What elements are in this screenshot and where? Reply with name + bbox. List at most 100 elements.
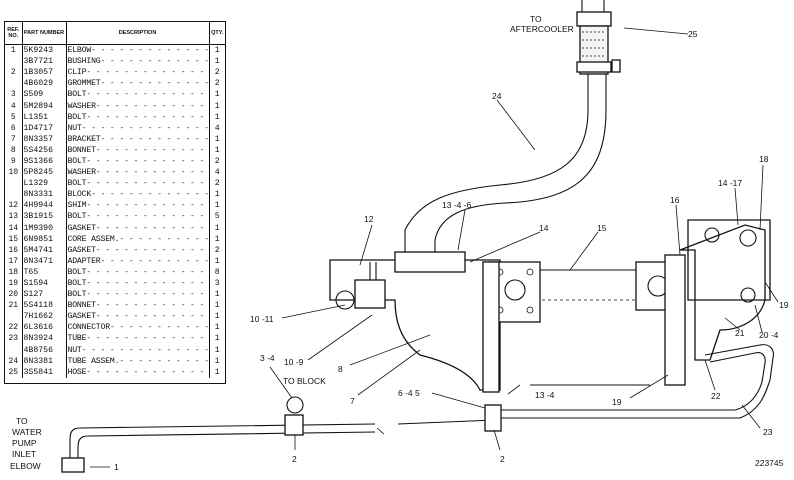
table-row: 15K9243ELBOW1: [5, 44, 225, 57]
callout-2-a: 2: [292, 454, 297, 464]
qty-cell: 1: [214, 345, 220, 355]
description-cell: BOLT: [66, 89, 210, 101]
ref-cell: 15: [5, 233, 23, 245]
table-row: 18T65BOLT8: [5, 266, 225, 278]
qty-cell: 1: [214, 367, 220, 377]
callout-23: 23: [763, 427, 773, 437]
water-pump-note-2: PUMP: [12, 438, 37, 448]
table-row: 99S1366BOLT2: [5, 155, 225, 168]
qty-cell: 1: [214, 356, 220, 366]
ref-cell: 25: [5, 366, 23, 378]
callout-7: 7: [350, 396, 355, 406]
callout-22: 22: [711, 391, 721, 401]
ref-cell: 14: [5, 222, 23, 234]
table-row: 7H1662GASKET1: [5, 311, 225, 323]
table-row: 226L3616CONNECTOR1: [5, 322, 225, 334]
table-row: 85S4256BONNET1: [5, 144, 225, 156]
qty-cell: 1: [214, 290, 220, 300]
qty-cell: 1: [214, 234, 220, 244]
ref-cell: 3: [5, 89, 23, 101]
callout-12: 12: [364, 214, 374, 224]
ref-cell: 13: [5, 211, 23, 223]
ref-cell: 21: [5, 300, 23, 312]
table-row: 3B7721BUSHING1: [5, 56, 225, 68]
bonnet-21: [635, 219, 771, 386]
leader-lines: [90, 27, 779, 468]
table-row: 78N3357BRACKET1: [5, 133, 225, 145]
table-row: 253S5841HOSE1: [5, 366, 225, 378]
qty-cell: 2: [214, 156, 220, 166]
qty-cell: 1: [214, 190, 220, 200]
table-row: 4B6029GROMMET2: [5, 78, 225, 90]
ref-cell: 19: [5, 277, 23, 290]
ref-cell: 18: [5, 266, 23, 278]
water-pump-note-4: ELBOW: [10, 461, 41, 471]
ref-cell: 1: [5, 44, 23, 57]
qty-cell: 1: [214, 256, 220, 266]
callout-18: 18: [759, 154, 769, 164]
callout-20-4: 20 -4: [759, 330, 779, 340]
ref-cell: 24: [5, 355, 23, 367]
callout-10-11: 10 -11: [250, 314, 274, 324]
description-cell: BOLT: [66, 266, 210, 278]
table-row: 124H9944SHIM1: [5, 200, 225, 212]
description-cell: BOLT: [66, 211, 210, 223]
qty-cell: 1: [214, 134, 220, 144]
qty-cell: 1: [214, 112, 220, 122]
description-cell: BRACKET: [66, 133, 210, 145]
description-cell: BLOCK: [66, 189, 210, 201]
callout-24: 24: [492, 91, 502, 101]
ref-cell: 8: [5, 144, 23, 156]
bonnet-8: [329, 251, 541, 393]
ref-cell: 23: [5, 333, 23, 345]
description-cell: CONNECTOR: [66, 322, 210, 334]
table-row: 4B8756NUT1: [5, 344, 225, 356]
callout-14: 14: [539, 223, 549, 233]
table-row: 20S127BOLT1: [5, 289, 225, 301]
qty-cell: 1: [214, 223, 220, 233]
to-block-note: TO BLOCK: [283, 376, 326, 386]
description-cell: TUBE: [66, 333, 210, 345]
ref-cell: 10: [5, 167, 23, 179]
qty-cell: 3: [214, 279, 220, 289]
callout-2-b: 2: [500, 454, 505, 464]
callout-3-4: 3 -4: [260, 353, 275, 363]
callout-19-b: 19: [612, 397, 622, 407]
description-cell: GASKET: [66, 222, 210, 234]
water-pump-note-0: TO: [16, 416, 28, 426]
ref-no-header: REF. NO.: [5, 22, 23, 45]
core-assembly-15: [530, 269, 650, 386]
tube-assembly-24: [404, 74, 607, 258]
hose-25: [576, 0, 621, 75]
description-cell: BONNET: [66, 144, 210, 156]
table-row: 105P8245WASHER4: [5, 167, 225, 179]
description-cell: HOSE: [66, 366, 210, 378]
table-row: 5L1351BOLT1: [5, 111, 225, 123]
callout-16: 16: [670, 195, 680, 205]
callout-13-4: 13 -4: [535, 390, 555, 400]
to-aftercooler-note-1: TO: [530, 14, 542, 24]
callout-15: 15: [597, 223, 607, 233]
description-cell: WASHER: [66, 167, 210, 179]
table-row: 21B3057CLIP2: [5, 67, 225, 79]
ref-cell: 7: [5, 133, 23, 145]
table-row: 61D4717NUT4: [5, 122, 225, 134]
table-row: 165M4741GASKET2: [5, 244, 225, 256]
qty-cell: 1: [214, 334, 220, 344]
description-cell: GASKET: [66, 311, 210, 323]
callout-1: 1: [114, 462, 119, 472]
qty-cell: 1: [214, 301, 220, 311]
description-cell: GASKET: [66, 244, 210, 256]
water-pump-note-1: WATER: [12, 427, 42, 437]
qty-cell: 4: [214, 123, 220, 133]
qty-cell: 2: [214, 68, 220, 78]
ref-cell: 17: [5, 255, 23, 267]
description-cell: NUT: [66, 344, 210, 356]
description-cell: BONNET: [66, 300, 210, 312]
table-row: 178N3471ADAPTER1: [5, 255, 225, 267]
callout-13-4-6: 13 -4 -6: [442, 200, 472, 210]
ref-cell: 6: [5, 122, 23, 134]
callout-6-4-5: 6 -4 5: [398, 388, 420, 398]
table-row: 8N3331BLOCK1: [5, 189, 225, 201]
